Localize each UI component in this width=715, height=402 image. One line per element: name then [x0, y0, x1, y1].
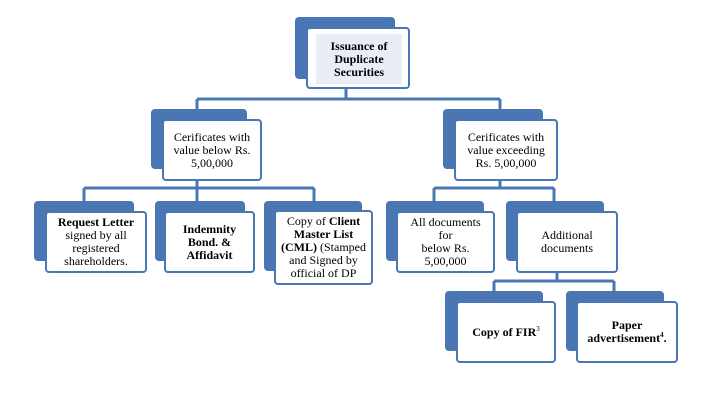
paper-ad-line2-wrap: advertisement4. [587, 332, 666, 345]
root-line2: Duplicate [334, 51, 384, 66]
root-line3: Securities [334, 64, 384, 79]
request-letter-line2: signed by all [65, 228, 127, 242]
all-documents-line3: 5,00,000 [424, 254, 467, 268]
cml-line4: and Signed by [289, 253, 358, 267]
paper-ad-line2: advertisement [587, 331, 661, 345]
right-branch-line3: Rs. 5,00,000 [475, 155, 537, 170]
additional-line1: Additional [541, 228, 593, 242]
all-documents-line2: below Rs. [421, 241, 470, 255]
fir-label: Copy of FIR [472, 324, 537, 339]
paper-ad-line1: Paper [611, 318, 643, 332]
request-letter-title: Request Letter [57, 215, 135, 229]
right-branch-line1: Cerificates with [467, 129, 545, 144]
indemnity-line2: Bond. & [187, 234, 232, 249]
all-documents-line1: All documents for [410, 215, 481, 242]
indemnity-line1: Indemnity [182, 221, 237, 236]
left-branch-line1: Cerificates with [173, 129, 251, 144]
cml-bold2: Master List [293, 227, 354, 241]
cml-bold3: (CML) [281, 240, 317, 254]
cml-bold1: Client [328, 214, 361, 228]
fir-footnote: 3 [536, 324, 540, 333]
request-letter-line3: registered [72, 241, 120, 255]
paper-ad-suffix: . [663, 331, 667, 345]
cml-suffix3: (Stamped [320, 240, 366, 254]
left-branch-line3: 5,00,000 [191, 155, 233, 170]
additional-line2: documents [541, 241, 593, 255]
request-letter-line4: shareholders. [64, 254, 128, 268]
cml-prefix: Copy of [286, 214, 326, 228]
left-branch-line2: value below Rs. [173, 142, 251, 157]
cml-line3: (CML) (Stamped [281, 241, 366, 254]
cml-line1: Copy of Client [287, 215, 360, 228]
indemnity-line3: Affidavit [186, 247, 233, 262]
cml-line5: official of DP [290, 266, 357, 280]
paper-ad-footnote: 4 [660, 331, 664, 339]
fir-text: Copy of FIR3 [472, 324, 540, 339]
root-line1: Issuance of [330, 38, 388, 53]
right-branch-line2: value exceeding [467, 142, 545, 157]
